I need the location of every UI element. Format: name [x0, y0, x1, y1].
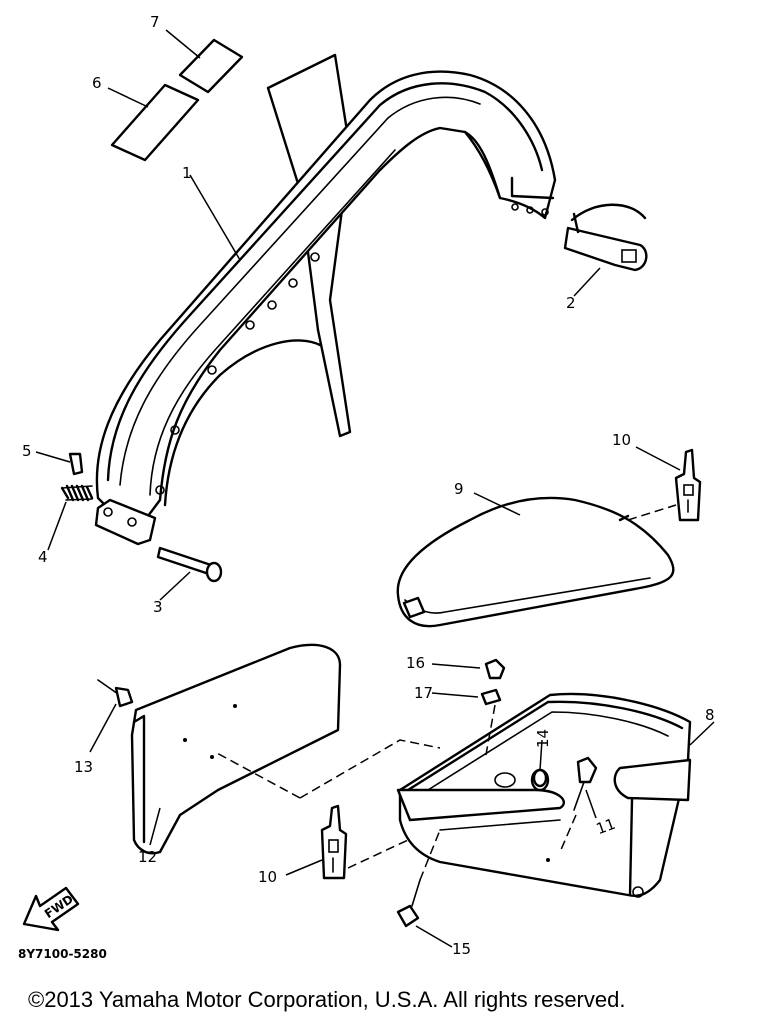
clip-part-10-lower [320, 804, 348, 880]
part-label-15: 15 [452, 940, 471, 958]
part-label-16: 16 [406, 654, 425, 672]
part-label-3: 3 [153, 598, 163, 616]
bolt-part-15 [396, 879, 421, 928]
part-label-6: 6 [92, 74, 102, 92]
pin-part-3 [156, 546, 223, 583]
part-label-10-lower: 10 [258, 868, 277, 886]
storage-box-part-8 [396, 692, 692, 898]
assembly-lines [214, 504, 677, 881]
screw-part-11 [573, 756, 598, 811]
part-label-14: 14 [534, 729, 552, 748]
rear-fender-part-1 [94, 53, 557, 546]
part-label-17: 17 [414, 684, 433, 702]
fender-mounting-holes [155, 203, 549, 495]
part-label-10-upper: 10 [612, 431, 631, 449]
decals-parts-6-7 [110, 38, 244, 162]
screw-part-13 [97, 679, 134, 708]
cotter-pin-part-5 [68, 452, 84, 476]
part-label-12: 12 [138, 848, 157, 866]
washer-part-14 [532, 768, 548, 788]
copyright-notice: ©2013 Yamaha Motor Corporation, U.S.A. A… [28, 987, 625, 1012]
nut-part-16 [484, 658, 506, 680]
part-label-2: 2 [566, 294, 576, 312]
part-label-5: 5 [22, 442, 32, 460]
diagram-code: 8Y7100-5280 [18, 947, 107, 961]
part-label-1: 1 [182, 164, 192, 182]
latch-hook-part-2 [563, 203, 648, 272]
clip-part-10-upper [674, 448, 702, 522]
part-number-labels: 7 6 1 2 5 4 3 10 9 16 17 8 14 11 13 12 1… [22, 13, 715, 958]
seat-part-9 [396, 496, 675, 628]
part-label-11: 11 [594, 815, 618, 838]
fwd-arrow-icon: FWD [22, 886, 80, 932]
grommet-part-17 [480, 688, 502, 706]
part-label-7: 7 [150, 13, 160, 31]
part-label-4: 4 [38, 548, 48, 566]
leader-lines [35, 29, 715, 948]
part-label-13: 13 [74, 758, 93, 776]
part-label-9: 9 [454, 480, 464, 498]
part-label-8: 8 [705, 706, 715, 724]
spring-part-4 [60, 484, 94, 502]
cover-panel-part-12 [130, 643, 342, 855]
